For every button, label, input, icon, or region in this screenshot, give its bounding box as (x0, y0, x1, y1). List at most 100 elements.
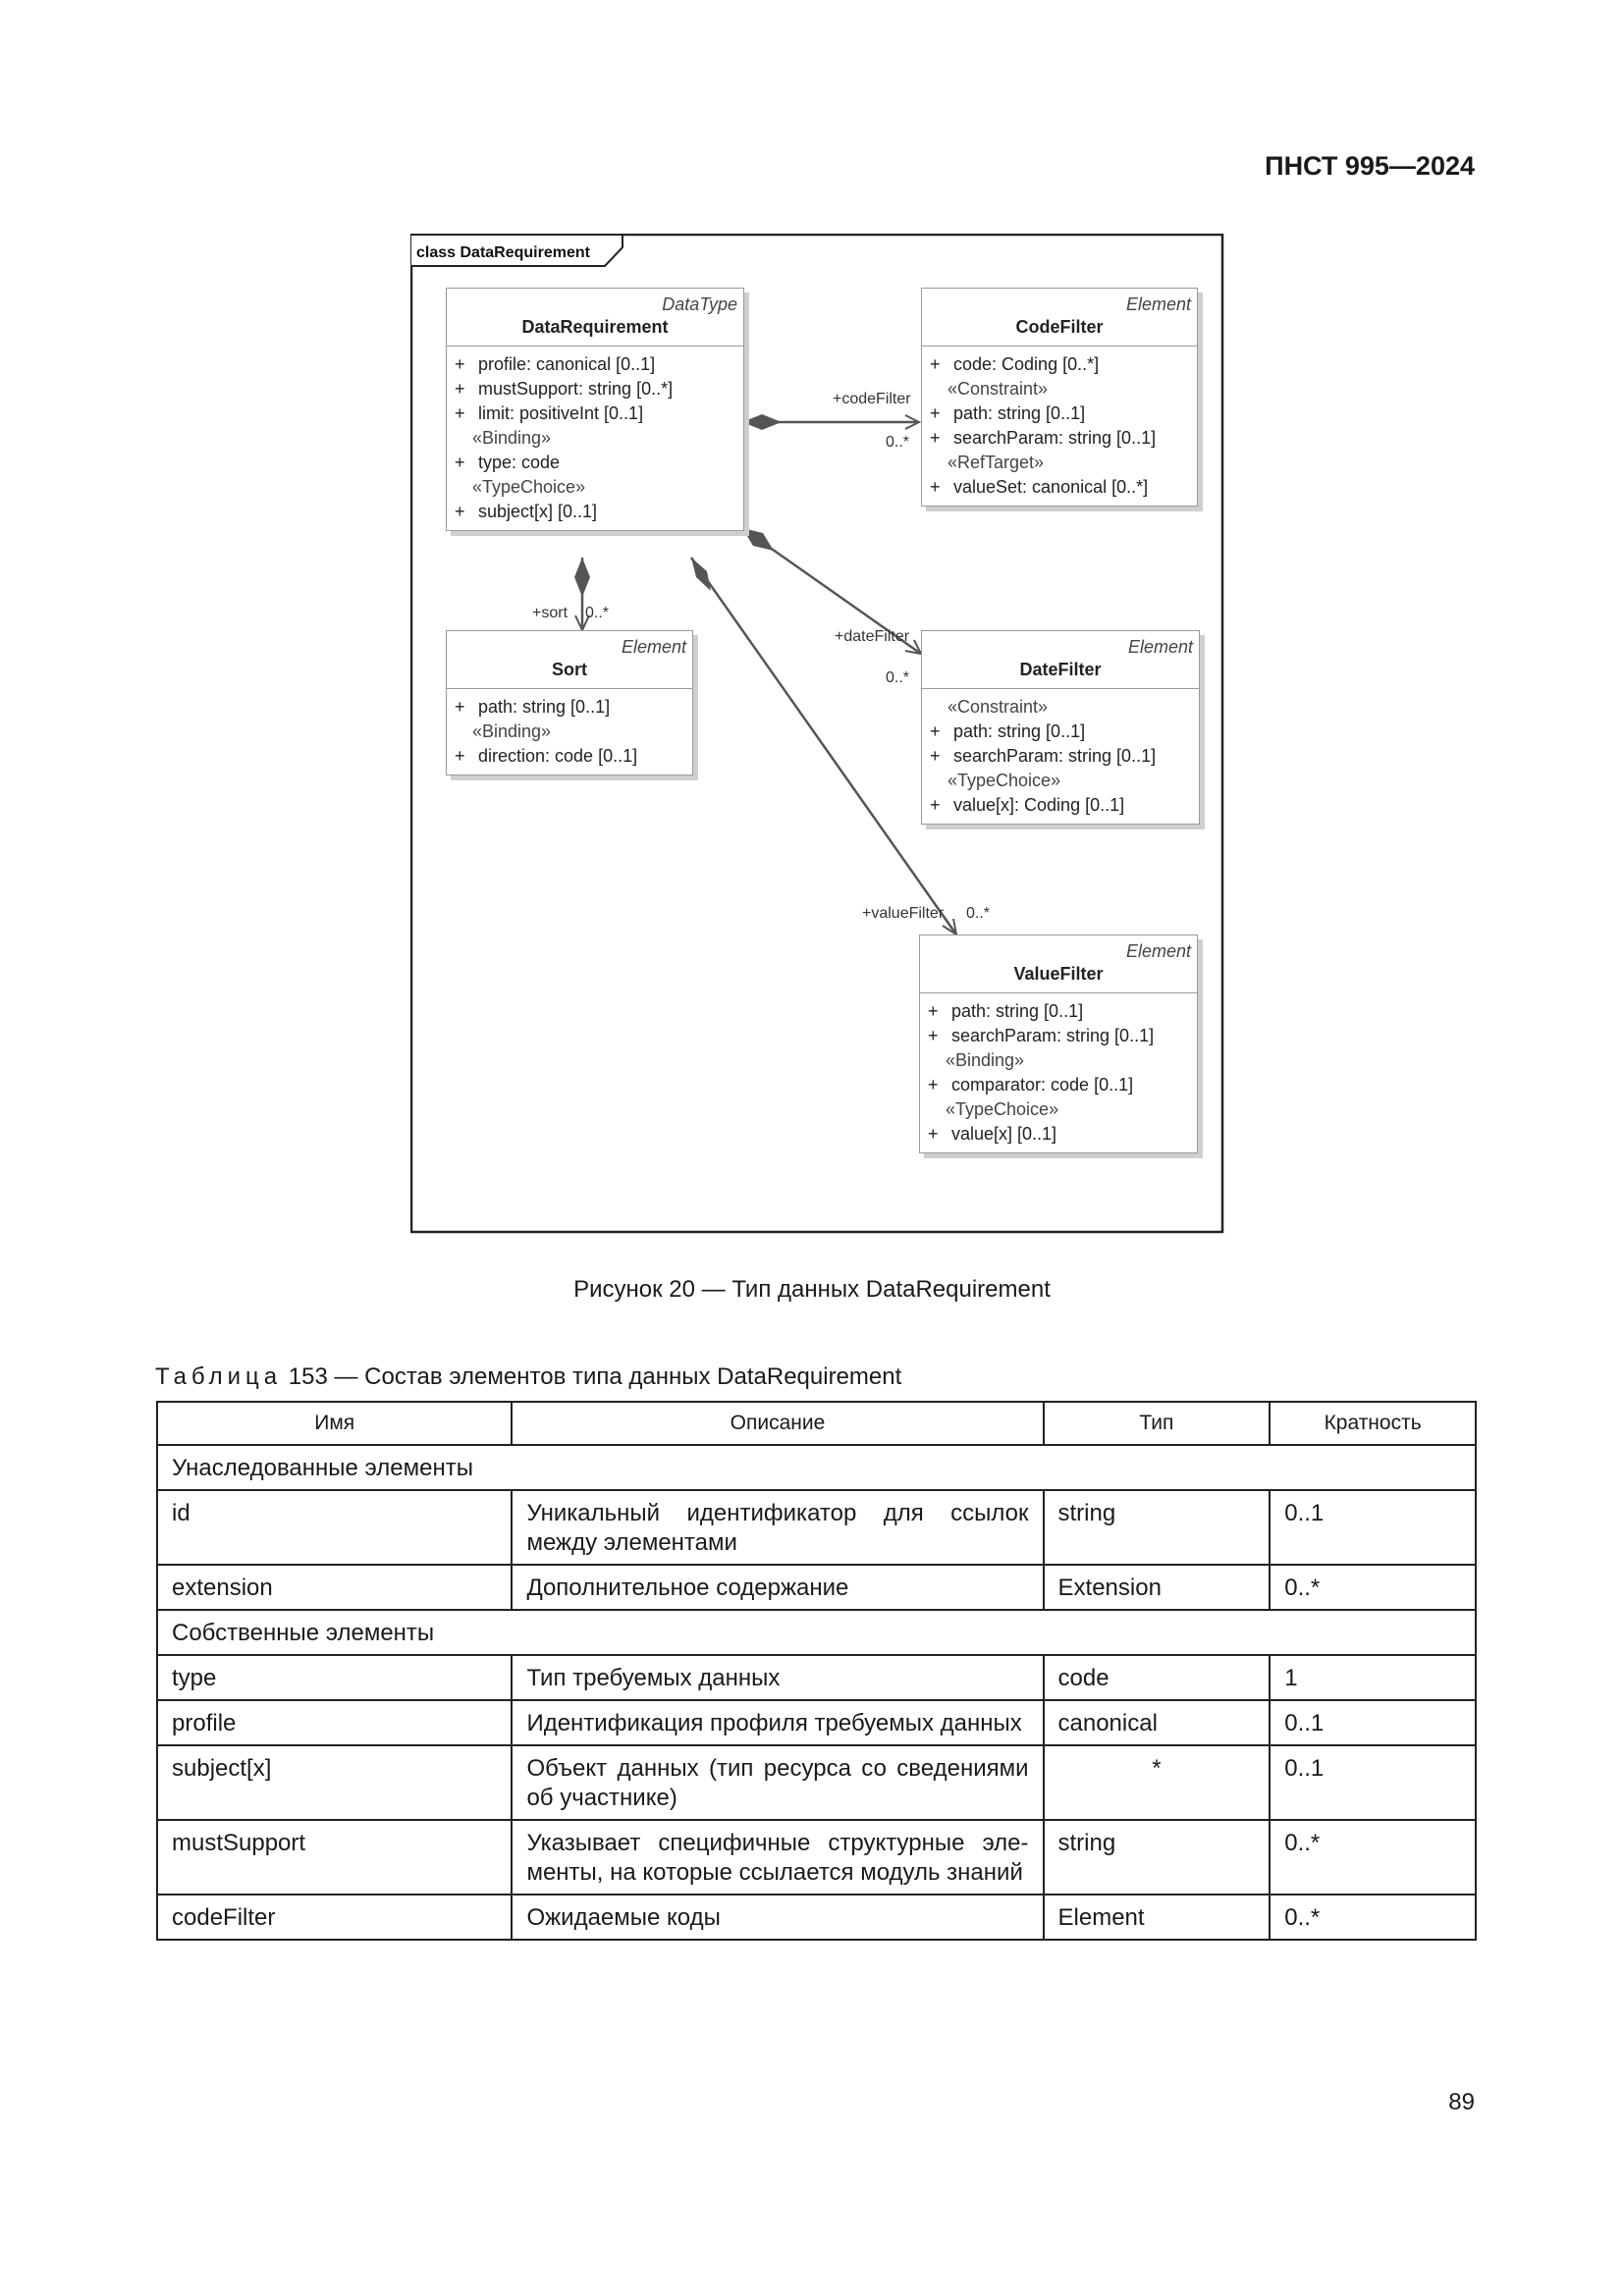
table-title-label: Таблица (155, 1363, 283, 1390)
attribute-row: + searchParam: string [0..1] (930, 426, 1189, 451)
class-stereotype: Element (1125, 941, 1191, 961)
class-attributes: + profile: canonical [0..1] + mustSupport: … (447, 346, 743, 530)
cell-name: profile (155, 1699, 514, 1746)
class-stereotype: Element (1125, 294, 1191, 314)
table-title: Таблица 153 — Состав элементов типа данн… (155, 1363, 901, 1391)
visibility-marker: + (930, 403, 941, 423)
attribute-text: code: Coding [0..*] (953, 354, 1100, 374)
page-number: 89 (1448, 2089, 1475, 2115)
cell-type: canonical (1042, 1699, 1272, 1746)
cell-type: Extension (1042, 1564, 1272, 1611)
visibility-marker: + (928, 1124, 939, 1144)
class-stereotype: Element (621, 637, 686, 657)
class-sort: Element Sort +path: string [0..1]«Bindin… (446, 630, 693, 775)
valuefilter-diamond (691, 558, 711, 591)
class-stereotype: Element (1127, 637, 1193, 657)
attribute-row: +type: code (455, 451, 735, 475)
attribute-row: +limit: positiveInt [0..1] (455, 401, 735, 426)
valuefilter-link (689, 557, 958, 935)
attribute-text: searchParam: string [0..1] (953, 746, 1157, 766)
visibility-marker: + (928, 1001, 939, 1021)
cell-name: id (155, 1489, 514, 1566)
attribute-text: value[x]: Coding [0..1] (953, 795, 1125, 815)
section-row-inherited: Унаследованные элементы (156, 1444, 1477, 1491)
visibility-marker: + (455, 354, 465, 374)
valuefilter-role: +valueFilter (862, 905, 945, 922)
sort-role: +sort (532, 605, 568, 621)
attribute-text: profile: canonical [0..1] (478, 354, 656, 374)
cell-cardinality: 0..1 (1269, 1699, 1477, 1746)
attribute-row: +subject[x] [0..1] (455, 500, 735, 524)
table-row: extension Дополнительное содержание Exte… (155, 1564, 1477, 1611)
class-date-filter: Element DateFilter «Constraint» +path: st… (921, 630, 1200, 825)
visibility-marker: + (930, 795, 941, 815)
uml-class-diagram: class DataRequirement +codeFilter 0..* +… (410, 234, 1225, 1235)
table-title-text: 153 — Состав элементов типа данных DataR… (282, 1363, 902, 1390)
visibility-marker: + (455, 453, 465, 472)
cell-cardinality: 0..* (1269, 1819, 1477, 1896)
visibility-marker: + (928, 1075, 939, 1095)
class-name: CodeFilter (1015, 317, 1104, 337)
class-value-filter: Element ValueFilter +path: string [0..1]… (919, 934, 1198, 1153)
cell-cardinality: 0..1 (1269, 1489, 1477, 1566)
attribute-text: searchParam: string [0..1] (951, 1026, 1155, 1045)
cell-type: string (1042, 1819, 1272, 1896)
class-attributes: «Constraint»+path: string [0..1]+searchP… (922, 688, 1199, 824)
table-row: type Тип требуемых данных code 1 (155, 1654, 1477, 1701)
class-data-requirement: DataType DataRequirement +profile: canon… (446, 288, 744, 531)
cell-description: Указывает специфичные структурные эле­ме… (511, 1819, 1045, 1896)
attribute-text: path: string [0..1] (951, 1001, 1084, 1021)
stereotype-label: «Binding» (472, 721, 552, 741)
attribute-row: + profile: canonical [0..1] (455, 352, 735, 377)
cell-cardinality: 0..* (1269, 1894, 1477, 1941)
visibility-marker: + (928, 1026, 939, 1045)
attribute-text: value[x] [0..1] (951, 1124, 1057, 1144)
attribute-row: +direction: code [0..1] (455, 744, 684, 769)
frame-tab (411, 234, 623, 267)
attribute-row: + path: string [0..1] (930, 401, 1189, 426)
visibility-marker: + (455, 403, 465, 423)
codefilter-diamond (742, 414, 782, 430)
cell-name: extension (155, 1564, 514, 1611)
header-cardinality: Кратность (1269, 1401, 1477, 1446)
stereotype-label: «Binding» (472, 428, 552, 448)
header-type: Тип (1042, 1401, 1272, 1446)
class-code-filter: Element CodeFilter +code: Coding [0..*]«… (921, 288, 1198, 507)
cell-description: Объект данных (тип ресурса со сведениями… (511, 1744, 1045, 1821)
attribute-row: +comparator: code [0..1] (928, 1073, 1189, 1097)
stereotype-label: «Constraint» (947, 697, 1049, 717)
cell-type: string (1042, 1489, 1272, 1566)
attribute-row: + value[x] [0..1] (928, 1122, 1189, 1147)
visibility-marker: + (930, 721, 941, 741)
stereotype-label: «TypeChoice» (472, 477, 586, 497)
class-name: Sort (552, 660, 587, 679)
attribute-text: mustSupport: string [0..*] (478, 379, 674, 399)
valuefilter-multiplicity: 0..* (966, 905, 991, 922)
header-description: Описание (511, 1401, 1045, 1446)
attribute-row: +path: string [0..1] (930, 720, 1191, 744)
table-body: Унаследованные элементы id Уникальный ид… (155, 1444, 1477, 1941)
sort-diamond (574, 558, 590, 597)
class-name: DateFilter (1019, 660, 1102, 679)
attribute-row: +path: string [0..1] (455, 695, 684, 720)
attribute-text: searchParam: string [0..1] (953, 428, 1157, 448)
datefilter-diamond (742, 528, 774, 551)
visibility-marker: + (455, 379, 465, 399)
cell-description: Ожидаемые коды (511, 1894, 1045, 1941)
attribute-row: + mustSupport: string [0..*] (455, 377, 735, 401)
class-attributes: +path: string [0..1]«Binding» +direction:… (447, 688, 692, 774)
attribute-text: path: string [0..1] (953, 403, 1086, 423)
visibility-marker: + (930, 428, 941, 448)
visibility-marker: + (455, 502, 465, 521)
visibility-marker: + (930, 746, 941, 766)
visibility-marker: + (930, 477, 941, 497)
attribute-text: valueSet: canonical [0..*] (953, 477, 1149, 497)
document-id: ПНСТ 995—2024 (1265, 151, 1475, 181)
table-row: mustSupport Указывает специфичные структ… (155, 1819, 1477, 1896)
cell-name: codeFilter (155, 1894, 514, 1941)
visibility-marker: + (930, 354, 941, 374)
class-name: DataRequirement (521, 317, 669, 337)
cell-name: mustSupport (155, 1819, 514, 1896)
table-row: profile Идентификация профиля требуемых … (155, 1699, 1477, 1746)
attribute-row: + value[x]: Coding [0..1] (930, 793, 1191, 818)
